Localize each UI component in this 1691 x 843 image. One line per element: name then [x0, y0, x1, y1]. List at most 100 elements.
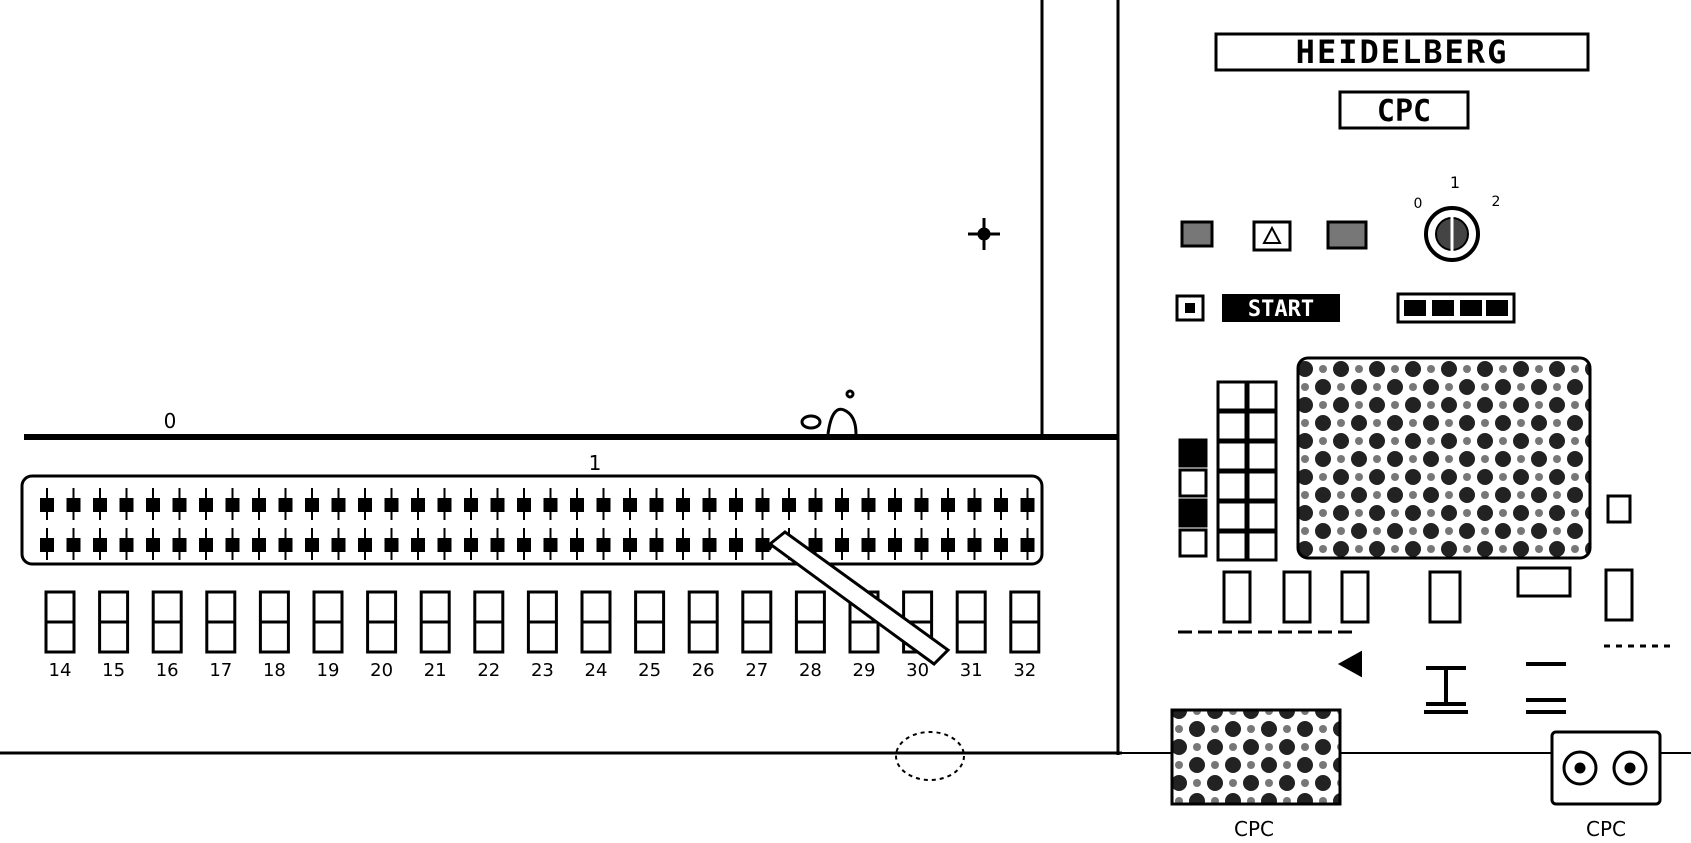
ink-key[interactable]	[543, 488, 558, 560]
function-button-4[interactable]	[1428, 570, 1462, 624]
zone-slider[interactable]	[526, 590, 558, 654]
rotary-selector-icon[interactable]	[1424, 206, 1480, 262]
zone-slider[interactable]	[312, 590, 344, 654]
function-button-5[interactable]	[1516, 566, 1572, 598]
screen-side-button[interactable]	[1606, 494, 1632, 524]
function-button-6[interactable]	[1604, 568, 1634, 622]
status-button-2[interactable]	[1326, 220, 1368, 250]
mode-key[interactable]	[1178, 528, 1208, 558]
keypad-key[interactable]	[1246, 410, 1278, 442]
ink-key[interactable]	[517, 488, 531, 560]
ink-key[interactable]	[570, 488, 584, 560]
warning-icon	[1262, 225, 1282, 244]
keypad-key[interactable]	[1216, 380, 1248, 412]
keypad-key[interactable]	[1246, 380, 1278, 412]
zone-slider[interactable]	[473, 590, 505, 654]
zone-slider[interactable]	[741, 590, 773, 654]
zone-number: 20	[370, 660, 393, 681]
zone-slider[interactable]	[366, 590, 398, 654]
keypad-key[interactable]	[1216, 500, 1248, 532]
zone-slider[interactable]	[151, 590, 183, 654]
keypad-key[interactable]	[1216, 410, 1248, 442]
ink-key[interactable]	[914, 488, 929, 560]
keypad-key[interactable]	[1246, 470, 1278, 502]
ink-key[interactable]	[119, 488, 134, 560]
ink-key[interactable]	[66, 488, 81, 560]
zone-slider[interactable]	[1009, 590, 1041, 654]
ink-key[interactable]	[835, 488, 849, 560]
ink-key[interactable]	[729, 488, 743, 560]
zone-number: 14	[49, 660, 72, 681]
function-button-1[interactable]	[1222, 570, 1252, 624]
zone-slider[interactable]	[955, 590, 987, 654]
function-button-2[interactable]	[1282, 570, 1312, 624]
zone-number: 27	[745, 660, 768, 681]
ink-key[interactable]	[305, 488, 319, 560]
keypad-key[interactable]	[1246, 500, 1278, 532]
selector-mark-center: 1	[1450, 173, 1460, 192]
position-mark-1: 1	[589, 451, 602, 475]
keypad-key[interactable]	[1216, 440, 1248, 472]
zone-slider[interactable]	[258, 590, 290, 654]
zone-number: 19	[317, 660, 340, 681]
display-screen	[1296, 356, 1592, 560]
mode-key[interactable]	[1178, 498, 1208, 528]
ink-key[interactable]	[861, 488, 876, 560]
ink-key[interactable]	[225, 488, 240, 560]
ink-key[interactable]	[384, 488, 399, 560]
ink-key[interactable]	[490, 488, 505, 560]
ink-key[interactable]	[437, 488, 452, 560]
ink-key[interactable]	[623, 488, 637, 560]
ink-key[interactable]	[464, 488, 478, 560]
ink-key[interactable]	[146, 488, 160, 560]
mode-key[interactable]	[1178, 438, 1208, 468]
zone-number: 16	[156, 660, 179, 681]
ink-key[interactable]	[702, 488, 717, 560]
ink-key[interactable]	[278, 488, 293, 560]
ink-key[interactable]	[40, 488, 54, 560]
ink-key[interactable]	[649, 488, 664, 560]
start-button[interactable]	[1222, 294, 1340, 322]
ink-key-strip	[20, 474, 1044, 566]
mode-key[interactable]	[1178, 468, 1208, 498]
counter-digit-1	[1404, 300, 1426, 316]
ink-key[interactable]	[676, 488, 690, 560]
ink-key[interactable]	[93, 488, 107, 560]
zone-number: 23	[531, 660, 554, 681]
ink-key[interactable]	[994, 488, 1008, 560]
secondary-screen-label: CPC	[1234, 817, 1274, 841]
function-button-3[interactable]	[1340, 570, 1370, 624]
zone-slider[interactable]	[205, 590, 237, 654]
ink-key[interactable]	[941, 488, 955, 560]
ink-key[interactable]	[331, 488, 346, 560]
ink-key[interactable]	[411, 488, 425, 560]
zone-slider[interactable]	[44, 590, 76, 654]
ink-key[interactable]	[888, 488, 902, 560]
zone-slider[interactable]	[687, 590, 719, 654]
zone-number: 15	[102, 660, 125, 681]
brand-name: HEIDELBERG	[1296, 33, 1509, 71]
ink-key[interactable]	[172, 488, 187, 560]
ink-key[interactable]	[808, 488, 823, 560]
ink-key[interactable]	[1020, 488, 1035, 560]
selector-mark-left: 0	[1414, 196, 1423, 212]
zone-slider[interactable]	[419, 590, 451, 654]
zone-slider[interactable]	[794, 590, 826, 654]
zone-slider[interactable]	[98, 590, 130, 654]
status-button-1[interactable]	[1180, 220, 1214, 248]
ink-key[interactable]	[199, 488, 213, 560]
zone-number: 22	[477, 660, 500, 681]
counter-digit-2	[1432, 300, 1454, 316]
keypad-key[interactable]	[1216, 470, 1248, 502]
zone-box-row	[44, 590, 1041, 654]
crosshair-icon	[968, 218, 1000, 250]
keypad-key[interactable]	[1216, 530, 1248, 562]
keypad-key[interactable]	[1246, 440, 1278, 472]
zone-slider[interactable]	[580, 590, 612, 654]
ink-key[interactable]	[252, 488, 266, 560]
zone-slider[interactable]	[634, 590, 666, 654]
ink-key[interactable]	[596, 488, 611, 560]
ink-key[interactable]	[967, 488, 982, 560]
ink-key[interactable]	[358, 488, 372, 560]
keypad-key[interactable]	[1246, 530, 1278, 562]
